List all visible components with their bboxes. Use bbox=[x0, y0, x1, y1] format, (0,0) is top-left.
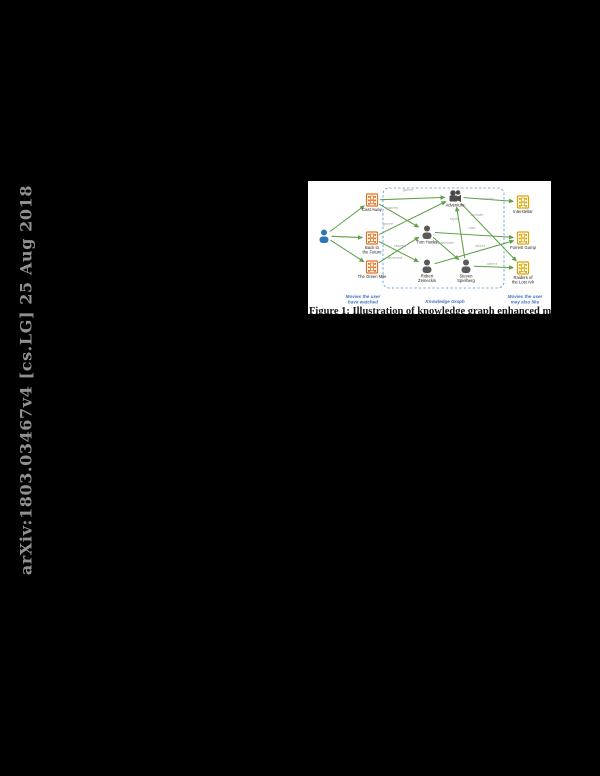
node-interstellar: Interstellar bbox=[513, 195, 533, 214]
node-label: Interstellar bbox=[513, 209, 533, 214]
edge-user--the-green-mile bbox=[330, 239, 365, 263]
edge-label: direct bbox=[475, 243, 486, 248]
edge-label: starred bbox=[394, 243, 407, 248]
node-tom-hanks: Tom Hanks bbox=[417, 225, 438, 245]
arxiv-stamp: arXiv:1803.03467v4 [cs.LG] 25 Aug 2018 bbox=[16, 184, 36, 576]
edge-tom-hanks--steven-spielberg: collaborate bbox=[432, 236, 460, 261]
edge-user--cast-away bbox=[329, 205, 365, 232]
edge-label: include bbox=[471, 212, 484, 217]
edge-back-to-the-future--robert-zemeckis: directed bbox=[378, 241, 420, 262]
node-adventure: Adventure bbox=[445, 190, 465, 208]
edge-the-green-mile--tom-hanks: starred bbox=[378, 236, 420, 264]
figure-zone-caption: Knowledge Graph bbox=[425, 299, 464, 304]
edge-steven-spielberg--raiders: direct bbox=[473, 261, 515, 270]
edge-label: direct bbox=[487, 261, 498, 266]
figure-caption: Figure 1: Illustration of knowledge grap… bbox=[309, 306, 551, 314]
edge-label: directed bbox=[388, 255, 403, 260]
edge-robert-zemeckis--forrest-gump: direct bbox=[434, 239, 515, 265]
person-icon bbox=[463, 259, 469, 266]
edge-label: genre bbox=[403, 187, 414, 192]
edge-adventure--raiders: include bbox=[460, 202, 517, 262]
kg-dashed-box bbox=[382, 187, 505, 289]
node-the-green-mile: The Green Mile bbox=[358, 260, 388, 279]
edge-cast-away--adventure: genre bbox=[379, 187, 446, 201]
edge-adventure--interstellar: include bbox=[463, 196, 515, 204]
edge-label: star bbox=[469, 225, 476, 230]
node-forrest-gump: Forrest Gump bbox=[510, 231, 537, 250]
edge-label: style bbox=[450, 216, 459, 221]
knowledge-graph-svg: genre starred genre directed starred style col… bbox=[319, 187, 543, 305]
edge-steven-spielberg--adventure: style bbox=[450, 206, 466, 259]
edge-cast-away--tom-hanks: starred bbox=[378, 203, 420, 228]
person-icon bbox=[424, 225, 430, 232]
edge-label: collaborate bbox=[434, 240, 454, 245]
node-label: Adventure bbox=[445, 203, 465, 208]
node-label: Forrest Gump bbox=[510, 245, 536, 250]
edge-label: starred bbox=[386, 205, 399, 210]
edge-back-to-the-future--adventure: genre bbox=[378, 201, 447, 235]
node-user bbox=[319, 229, 329, 243]
edge-tom-hanks--forrest-gump: star bbox=[434, 225, 515, 240]
edge-label: include bbox=[481, 196, 494, 201]
node-label: Tom Hanks bbox=[417, 240, 438, 245]
user-icon bbox=[321, 229, 327, 236]
edge-user--back-to-the-future bbox=[331, 235, 364, 240]
node-label: Cast Away bbox=[362, 207, 383, 212]
person-icon bbox=[424, 259, 430, 266]
movie-camera-icon bbox=[450, 190, 456, 196]
node-label: The Green Mile bbox=[358, 274, 388, 279]
edge-label: genre bbox=[383, 221, 394, 226]
figure-panel: genre starred genre directed starred style col… bbox=[308, 181, 551, 314]
node-cast-away: Cast Away bbox=[362, 193, 383, 212]
